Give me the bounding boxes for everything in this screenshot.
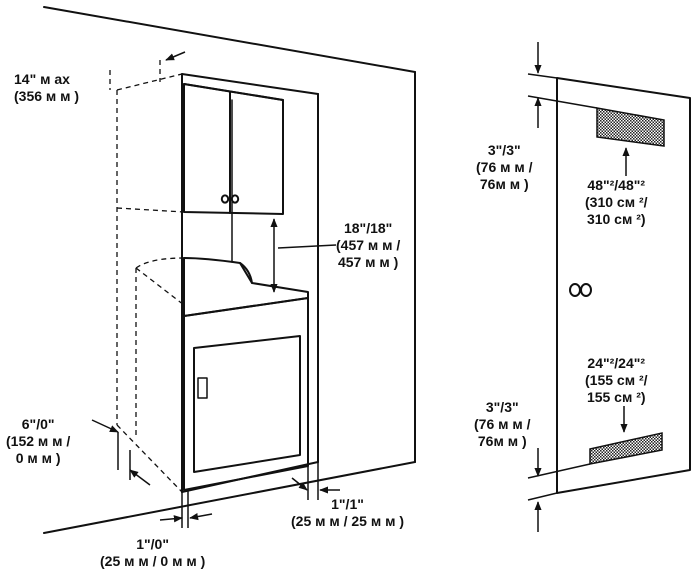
side-clearance-arrow-2	[129, 469, 151, 486]
recess-top-edge	[181, 73, 319, 95]
top-vent-grill	[596, 107, 665, 147]
door-top-vent-line1: 48"²/48"²	[587, 177, 646, 193]
label-door-bottom-margin: 3"/3" (76 м м / 76м м )	[474, 399, 531, 450]
door-top-margin-line3: 76м м )	[479, 176, 529, 192]
bottom-clearance-ext	[181, 490, 189, 528]
cabinet-gap-leader	[277, 244, 337, 249]
bottom-clearance-arrow-2	[189, 513, 213, 521]
door-bottom-vent-line1: 24"²/24"²	[587, 355, 646, 371]
side-clearance-line1: 6"/0"	[21, 416, 55, 432]
top-clearance-line2: (356 м м )	[14, 88, 80, 104]
door-top-margin-line2: (76 м м /	[476, 159, 533, 175]
dryer-front	[183, 297, 309, 491]
door-top-vent-line3: 310 см ²)	[586, 211, 646, 227]
door-bottom-margin-line1: 3"/3"	[485, 399, 519, 415]
clearance-envelope	[109, 60, 185, 493]
top-clearance-arrow	[165, 51, 186, 61]
label-side-clearance: 6"/0" (152 м м / 0 м м )	[6, 416, 70, 467]
bottom-clearance-arrow-1	[159, 515, 183, 523]
door-top-margin-line1: 3"/3"	[487, 142, 521, 158]
label-door-top-margin: 3"/3" (76 м м / 76м м )	[476, 142, 533, 193]
side-clearance-arrow-1	[91, 419, 119, 433]
door-bottom-vent-line2: (155 см ²/	[585, 372, 648, 388]
rear-gap-line1: 1"/1"	[331, 496, 364, 512]
dryer-top-panel	[183, 257, 253, 317]
cabinet	[183, 83, 284, 215]
wall-top-edge	[43, 6, 416, 73]
label-rear-gap: 1"/1" (25 м м / 25 м м )	[291, 496, 404, 530]
label-door-bottom-vent: 24"²/24"² (155 см ²/ 155 см ²)	[585, 355, 648, 406]
door-knob-icon	[569, 283, 592, 297]
bottom-clearance-line1: 1"/0"	[136, 536, 169, 552]
rear-gap-ext	[307, 462, 319, 500]
label-cabinet-gap: 18"/18" (457 м м / 457 м м )	[336, 220, 400, 271]
label-top-clearance: 14" м ах (356 м м )	[14, 71, 79, 105]
door-top-vent-line2: (310 см ²/	[585, 194, 648, 210]
rear-gap-arrow-1	[291, 477, 308, 491]
cabinet-handles-icon	[220, 194, 240, 204]
side-clearance-ext	[117, 432, 131, 480]
label-door-top-vent: 48"²/48"² (310 см ²/ 310 см ²)	[585, 177, 648, 228]
bottom-clearance-line2: (25 м м / 0 м м )	[100, 553, 206, 569]
cabinet-gap-line1: 18"/18"	[343, 220, 393, 236]
dryer-door	[193, 335, 301, 473]
door-bottom-margin-line2: (76 м м /	[474, 416, 531, 432]
door-bottom-margin-line3: 76м м )	[477, 433, 527, 449]
cabinet-gap-line2: (457 м м /	[336, 237, 401, 253]
door-bottom-vent-line3: 155 см ²)	[586, 389, 646, 405]
side-clearance-line2: (152 м м /	[6, 433, 71, 449]
dryer-handle	[197, 377, 208, 399]
label-bottom-clearance: 1"/0" (25 м м / 0 м м )	[100, 536, 205, 570]
floor-edge	[43, 461, 416, 534]
rear-gap-line2: (25 м м / 25 м м )	[291, 513, 405, 529]
side-clearance-line3: 0 м м )	[15, 450, 61, 466]
cabinet-gap-line3: 457 м м )	[337, 254, 399, 270]
top-clearance-line1: 14" м ах	[14, 71, 70, 87]
cabinet-top-inner	[183, 83, 284, 101]
door-panel	[556, 77, 691, 494]
bottom-vent-grill	[589, 432, 663, 465]
